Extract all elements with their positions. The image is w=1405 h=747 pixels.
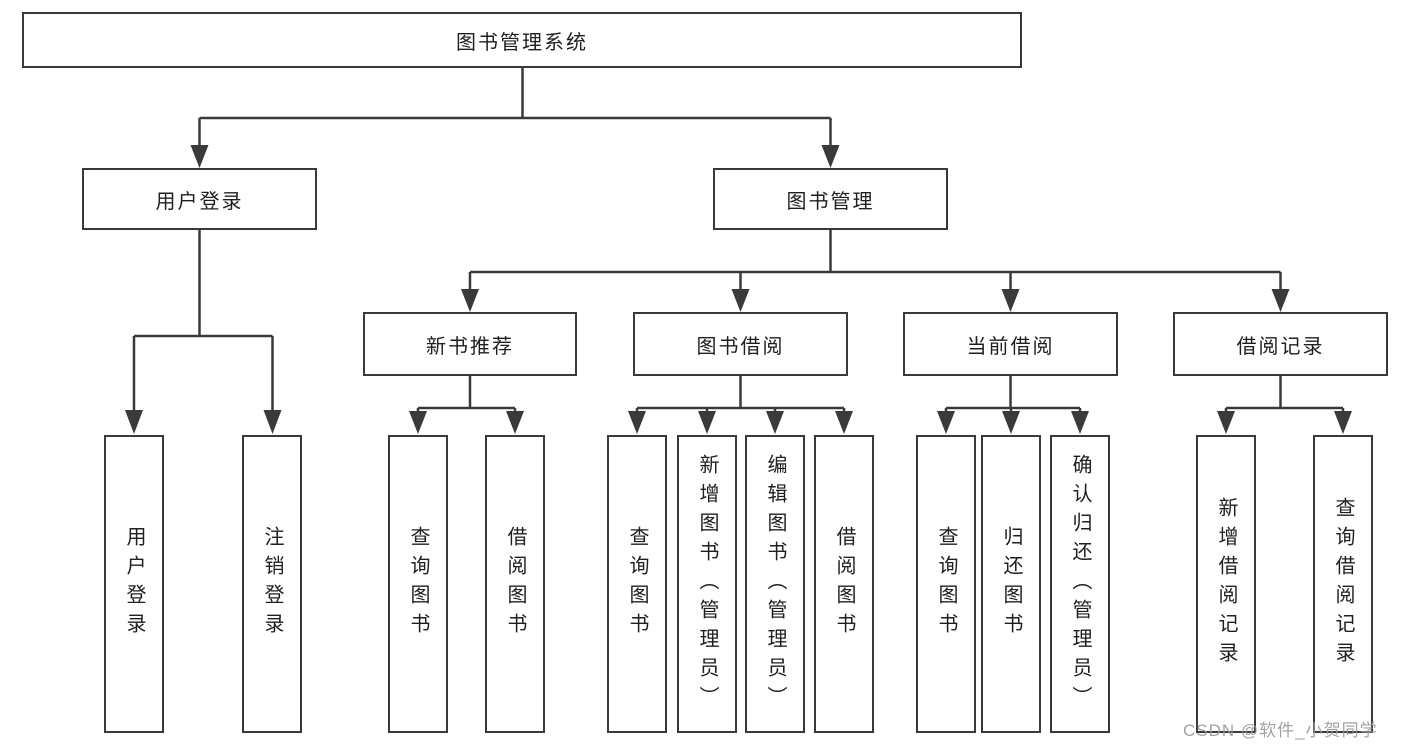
leaf-confirm-return-admin: 确认归还（管理员） — [1050, 435, 1110, 733]
leaf-label: 查询图书 — [407, 526, 429, 642]
leaf-label: 注销登录 — [261, 526, 283, 642]
leaf-return-books: 归还图书 — [981, 435, 1041, 733]
leaf-query-books-borrowing: 查询图书 — [607, 435, 667, 733]
node-label: 借阅记录 — [1236, 335, 1325, 358]
node-label: 用户登录 — [155, 190, 244, 213]
node-book-management: 图书管理 — [713, 168, 948, 230]
leaf-label: 查询借阅记录 — [1332, 497, 1354, 671]
leaf-label: 确认归还（管理员） — [1069, 453, 1091, 715]
csdn-watermark: CSDN @软件_小贺同学 — [1183, 721, 1378, 740]
leaf-add-borrow-record: 新增借阅记录 — [1196, 435, 1256, 733]
node-user-login: 用户登录 — [82, 168, 317, 230]
leaf-user-login: 用户登录 — [104, 435, 164, 733]
leaf-label: 归还图书 — [1000, 526, 1022, 642]
leaf-label: 用户登录 — [123, 526, 145, 642]
node-label: 新书推荐 — [426, 335, 514, 358]
node-book-borrowing: 图书借阅 — [633, 312, 848, 376]
leaf-label: 查询图书 — [626, 526, 648, 642]
node-label: 图书管理 — [786, 190, 875, 213]
leaf-add-books-admin: 新增图书（管理员） — [677, 435, 737, 733]
leaf-borrow-books: 借阅图书 — [814, 435, 874, 733]
leaf-label: 查询图书 — [935, 526, 957, 642]
leaf-query-books-recommend: 查询图书 — [388, 435, 448, 733]
node-root-library-system: 图书管理系统 — [22, 12, 1022, 68]
node-current-borrowing: 当前借阅 — [903, 312, 1118, 376]
leaf-label: 借阅图书 — [504, 526, 526, 642]
leaf-label: 新增借阅记录 — [1215, 497, 1237, 671]
node-label: 图书借阅 — [696, 335, 785, 358]
node-borrowing-records: 借阅记录 — [1173, 312, 1388, 376]
node-new-book-recommendation: 新书推荐 — [363, 312, 577, 376]
leaf-edit-books-admin: 编辑图书（管理员） — [745, 435, 805, 733]
leaf-logout: 注销登录 — [242, 435, 302, 733]
node-label: 当前借阅 — [966, 335, 1055, 358]
leaf-query-borrow-record: 查询借阅记录 — [1313, 435, 1373, 733]
leaf-label: 编辑图书（管理员） — [764, 453, 786, 715]
leaf-query-books-current: 查询图书 — [916, 435, 976, 733]
node-label: 图书管理系统 — [456, 31, 588, 54]
leaf-label: 借阅图书 — [833, 526, 855, 642]
leaf-label: 新增图书（管理员） — [696, 453, 718, 715]
leaf-borrow-books-recommend: 借阅图书 — [485, 435, 545, 733]
